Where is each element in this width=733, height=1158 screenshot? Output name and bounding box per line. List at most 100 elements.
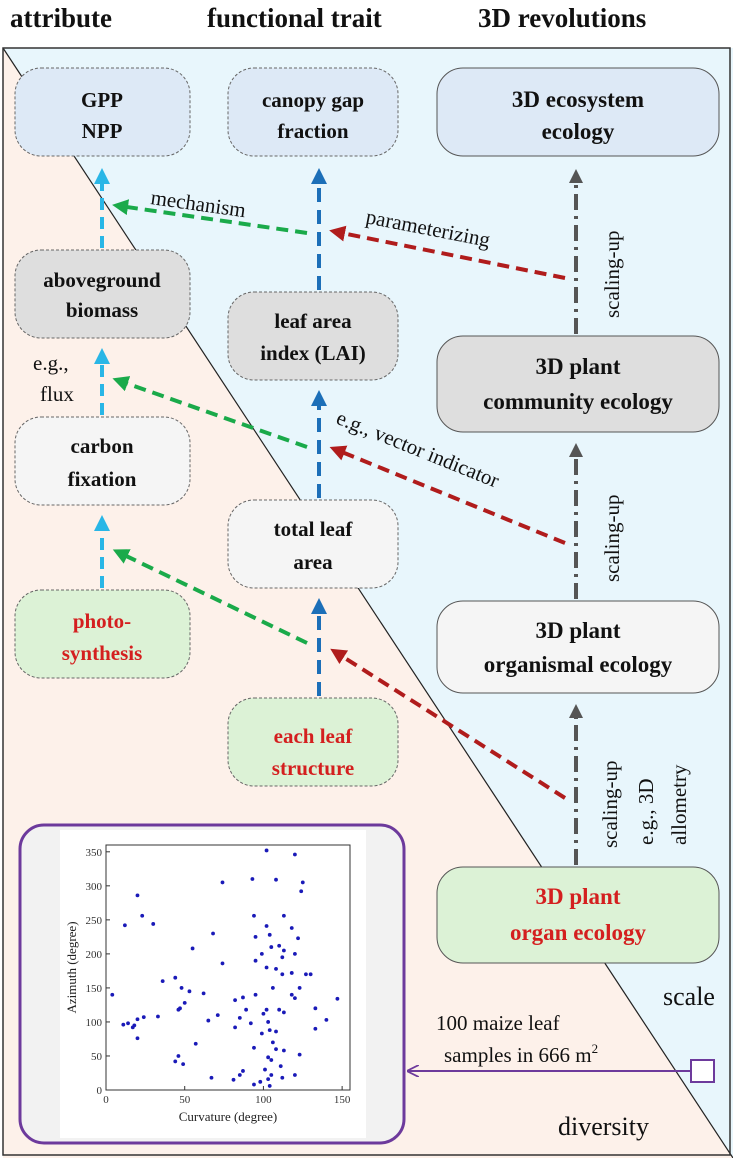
box-organismal-line2: organismal ecology bbox=[484, 652, 673, 677]
scatter-point bbox=[187, 989, 192, 994]
box-organismal-line1: 3D plant bbox=[536, 618, 621, 643]
scatter-point bbox=[270, 1040, 275, 1045]
scatter-point bbox=[264, 1007, 269, 1012]
scatter-point bbox=[122, 923, 127, 928]
scatter-point bbox=[248, 1021, 253, 1026]
x-tick-label: 50 bbox=[179, 1094, 191, 1106]
label-allometry-line2: allometry bbox=[667, 764, 691, 845]
arrow-green-flux bbox=[112, 376, 308, 449]
scatter-point bbox=[274, 877, 278, 882]
y-tick-label: 0 bbox=[97, 1085, 103, 1097]
scatter-point bbox=[274, 1029, 278, 1034]
scatter-point bbox=[160, 979, 165, 984]
label-scale: scale bbox=[663, 982, 715, 1011]
box-total-leaf-line2: area bbox=[293, 550, 333, 574]
scatter-point bbox=[193, 1041, 198, 1046]
x-axis-label: Curvature (degree) bbox=[179, 1109, 278, 1124]
arrow-red-vector bbox=[329, 445, 566, 545]
box-lai-line2: index (LAI) bbox=[260, 341, 366, 365]
scatter-point bbox=[135, 893, 140, 898]
arrow-green-mechanism bbox=[112, 199, 308, 235]
label-eg-flux-line1: e.g., bbox=[33, 351, 69, 375]
scatter-point bbox=[241, 995, 245, 1000]
scatter-point bbox=[250, 877, 255, 881]
scatter-point bbox=[182, 1000, 187, 1005]
arrow-red-parameterizing bbox=[329, 225, 566, 280]
scatter-point bbox=[266, 1055, 271, 1060]
scatter-point bbox=[296, 936, 300, 941]
box-aboveground-line1: aboveground bbox=[43, 268, 161, 292]
box-community-line1: 3D plant bbox=[536, 354, 621, 379]
scatter-point bbox=[297, 986, 302, 990]
scatter-point bbox=[252, 913, 256, 918]
box-canopy-gap-fraction: canopy gap fraction bbox=[227, 67, 399, 157]
scatter-point bbox=[190, 946, 195, 951]
scatter-point bbox=[209, 1075, 214, 1080]
box-total-leaf-line1: total leaf bbox=[274, 517, 354, 541]
box-gpp-npp: GPP NPP bbox=[14, 67, 191, 157]
box-each-leaf-line1: each leaf bbox=[274, 724, 354, 748]
scatter-point bbox=[220, 961, 225, 966]
box-each-leaf-structure: each leaf structure bbox=[227, 697, 399, 787]
scatter-point bbox=[280, 972, 285, 977]
label-allometry-line1: e.g., 3D bbox=[634, 779, 658, 846]
header-functional-trait: functional trait bbox=[207, 3, 382, 33]
scatter-point bbox=[281, 948, 286, 953]
box-lai-line1: leaf area bbox=[274, 309, 352, 333]
scatter-point bbox=[135, 1017, 140, 1022]
box-organ-line2: organ ecology bbox=[510, 920, 647, 945]
scatter-point bbox=[233, 998, 237, 1003]
label-scaling-up-3: scaling-up bbox=[598, 761, 622, 848]
scatter-point bbox=[259, 951, 264, 956]
box-3d-ecosystem-ecology: 3D ecosystem ecology bbox=[436, 67, 720, 157]
box-eco-line2: ecology bbox=[542, 119, 615, 144]
y-tick-label: 200 bbox=[86, 949, 103, 961]
scatter-point bbox=[151, 922, 156, 926]
scatter-point bbox=[324, 1018, 329, 1022]
scatter-point bbox=[244, 1007, 249, 1012]
scatter-point bbox=[313, 1026, 318, 1031]
diagonal-divider bbox=[2, 47, 733, 1158]
label-samples-line2: samples in 666 m2 bbox=[444, 1041, 598, 1067]
scatter-point bbox=[110, 992, 115, 997]
scatter-point bbox=[267, 1028, 272, 1033]
box-each-leaf-line2: structure bbox=[272, 756, 354, 780]
scatter-point bbox=[297, 1052, 302, 1057]
scatter-point bbox=[267, 1084, 272, 1088]
scatter-point bbox=[263, 1067, 267, 1072]
header-attribute: attribute bbox=[10, 3, 112, 33]
scatter-point bbox=[293, 951, 297, 956]
scatter-point bbox=[231, 1077, 236, 1082]
y-tick-label: 100 bbox=[86, 1017, 103, 1029]
scatter-point bbox=[267, 932, 272, 937]
scatter-point bbox=[274, 966, 278, 971]
scatter-point bbox=[237, 1073, 242, 1077]
scatter-point bbox=[253, 992, 258, 997]
scatter-point bbox=[264, 924, 269, 928]
scatter-point bbox=[176, 1054, 181, 1058]
scatter-point bbox=[304, 972, 308, 977]
box-community-line2: community ecology bbox=[483, 389, 673, 414]
scatter-point bbox=[300, 880, 305, 885]
scatter-point bbox=[259, 1031, 264, 1036]
scatter-point bbox=[135, 1036, 140, 1041]
scatter-point bbox=[179, 986, 184, 990]
x-tick-label: 150 bbox=[334, 1094, 351, 1106]
scatter-point bbox=[289, 992, 294, 997]
scatter-point bbox=[181, 1062, 186, 1067]
x-tick-label: 100 bbox=[255, 1094, 272, 1106]
scatter-point bbox=[335, 996, 340, 1001]
box-photosynthesis: photo- synthesis bbox=[14, 589, 191, 679]
label-samples-line1: 100 maize leaf bbox=[436, 1011, 560, 1035]
x-tick-label: 0 bbox=[103, 1094, 109, 1106]
scatter-point bbox=[220, 880, 225, 885]
scatter-point bbox=[289, 926, 294, 930]
scatter-point bbox=[281, 1010, 286, 1015]
box-3d-plant-organ-ecology: 3D plant organ ecology bbox=[436, 866, 720, 964]
box-canopy-line2: fraction bbox=[277, 119, 348, 143]
box-carbon-line2: fixation bbox=[68, 467, 137, 491]
scatter-point bbox=[293, 852, 297, 857]
label-scaling-up-2: scaling-up bbox=[600, 495, 624, 582]
box-aboveground-line2: biomass bbox=[66, 298, 138, 322]
